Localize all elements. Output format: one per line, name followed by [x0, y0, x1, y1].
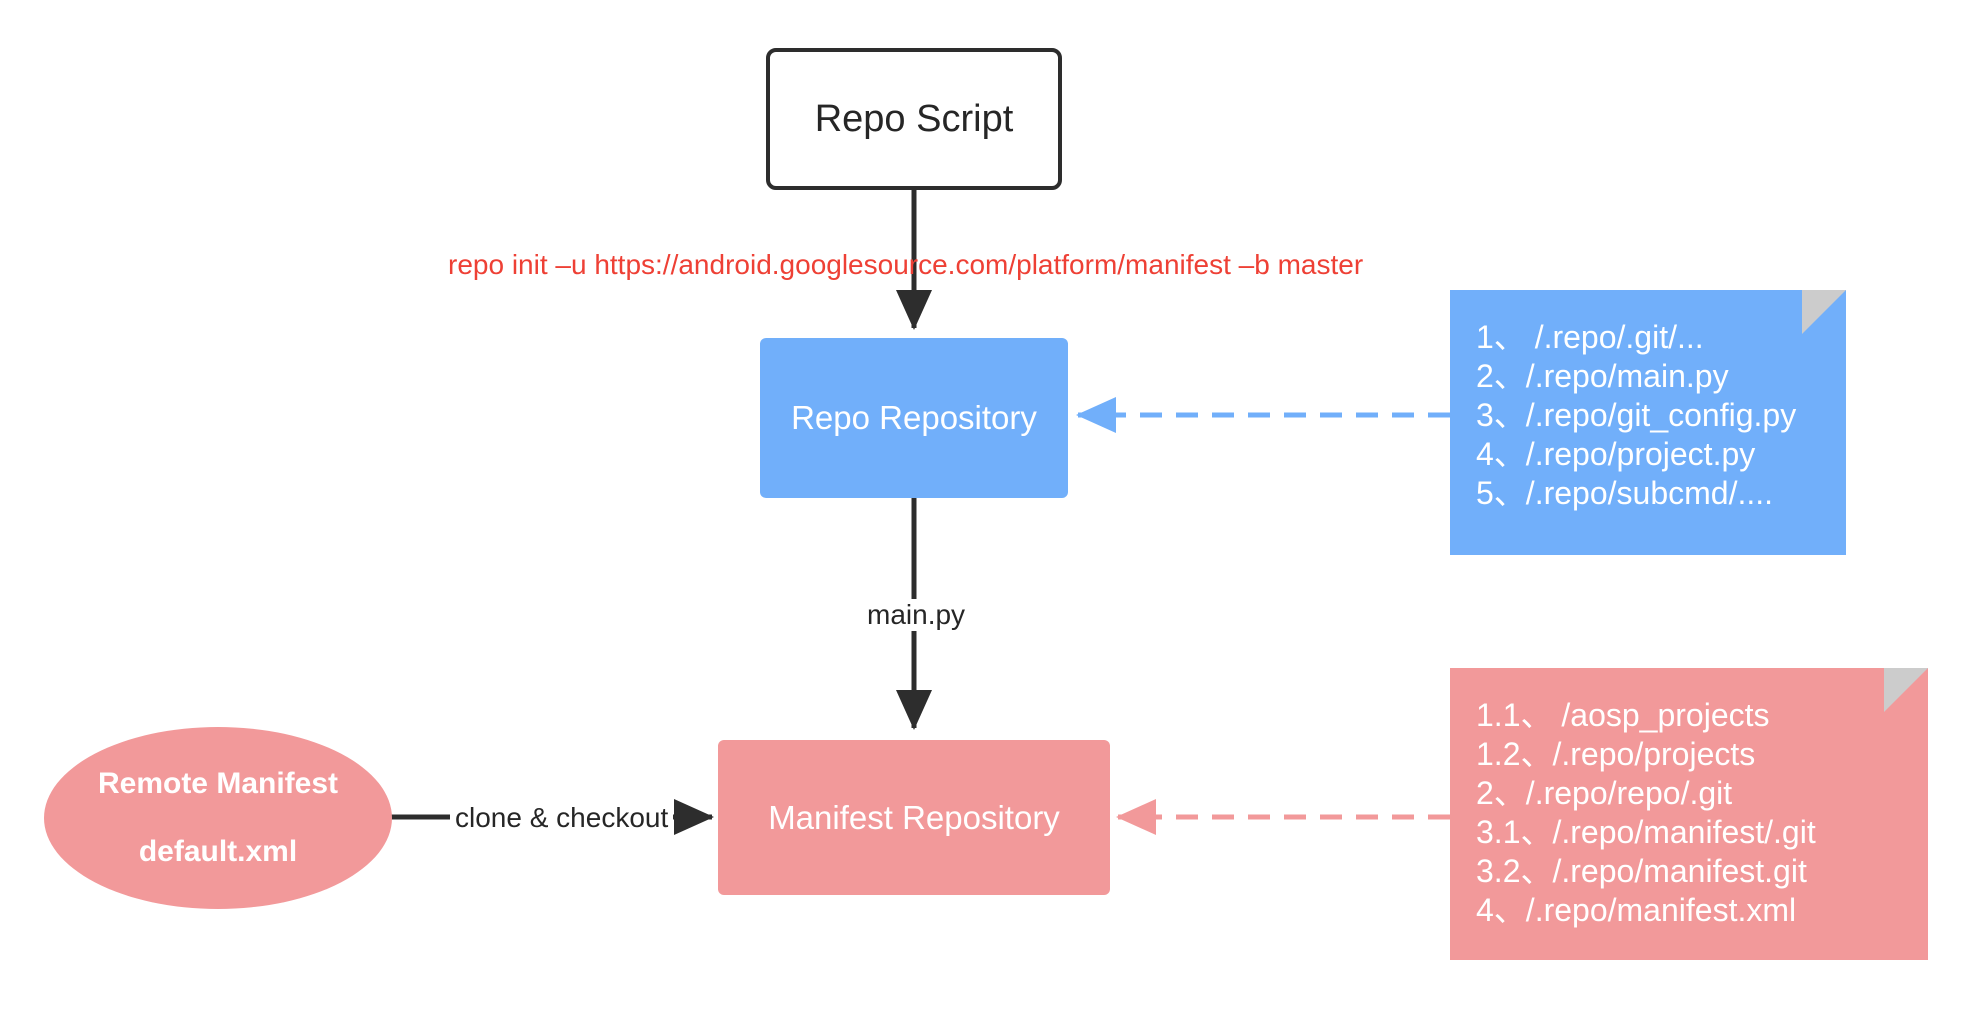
note-manifest-contents: 1.1、 /aosp_projects 1.2、/.repo/projects … — [1450, 668, 1928, 960]
note-line: 4、/.repo/project.py — [1476, 436, 1756, 473]
node-manifest-repository-label: Manifest Repository — [768, 798, 1060, 836]
page-fold-icon — [1802, 290, 1846, 334]
note-line: 5、/.repo/subcmd/.... — [1476, 475, 1774, 512]
note-line: 4、/.repo/manifest.xml — [1476, 892, 1797, 929]
note-line: 1、 /.repo/.git/... — [1476, 319, 1704, 355]
note-line: 3.1、/.repo/manifest/.git — [1476, 814, 1816, 851]
node-repo-script[interactable]: Repo Script — [766, 48, 1062, 190]
node-repo-repository[interactable]: Repo Repository — [760, 338, 1068, 498]
page-fold-icon — [1884, 668, 1928, 712]
edge-label-main-py: main.py — [862, 599, 971, 631]
note-line: 3、/.repo/git_config.py — [1476, 397, 1797, 434]
note-line: 1.2、/.repo/projects — [1476, 736, 1756, 773]
note-line: 3.2、/.repo/manifest.git — [1476, 853, 1807, 890]
node-repo-script-label: Repo Script — [814, 97, 1014, 140]
edge-label-clone-checkout: clone & checkout — [450, 802, 674, 834]
note-line: 1.1、 /aosp_projects — [1476, 697, 1770, 733]
node-remote-manifest[interactable]: Remote Manifest default.xml — [44, 727, 392, 909]
edge-label-repo-init-command: repo init –u https://android.googlesourc… — [448, 249, 1364, 280]
note-line: 2、/.repo/repo/.git — [1476, 775, 1733, 812]
node-remote-manifest-title: Remote Manifest — [97, 767, 339, 800]
note-repo-contents: 1、 /.repo/.git/... 2、/.repo/main.py 3、/.… — [1450, 290, 1846, 555]
node-remote-manifest-file: default.xml — [138, 835, 298, 868]
note-line: 2、/.repo/main.py — [1476, 358, 1729, 395]
node-manifest-repository[interactable]: Manifest Repository — [718, 740, 1110, 895]
node-repo-repository-label: Repo Repository — [791, 399, 1037, 436]
